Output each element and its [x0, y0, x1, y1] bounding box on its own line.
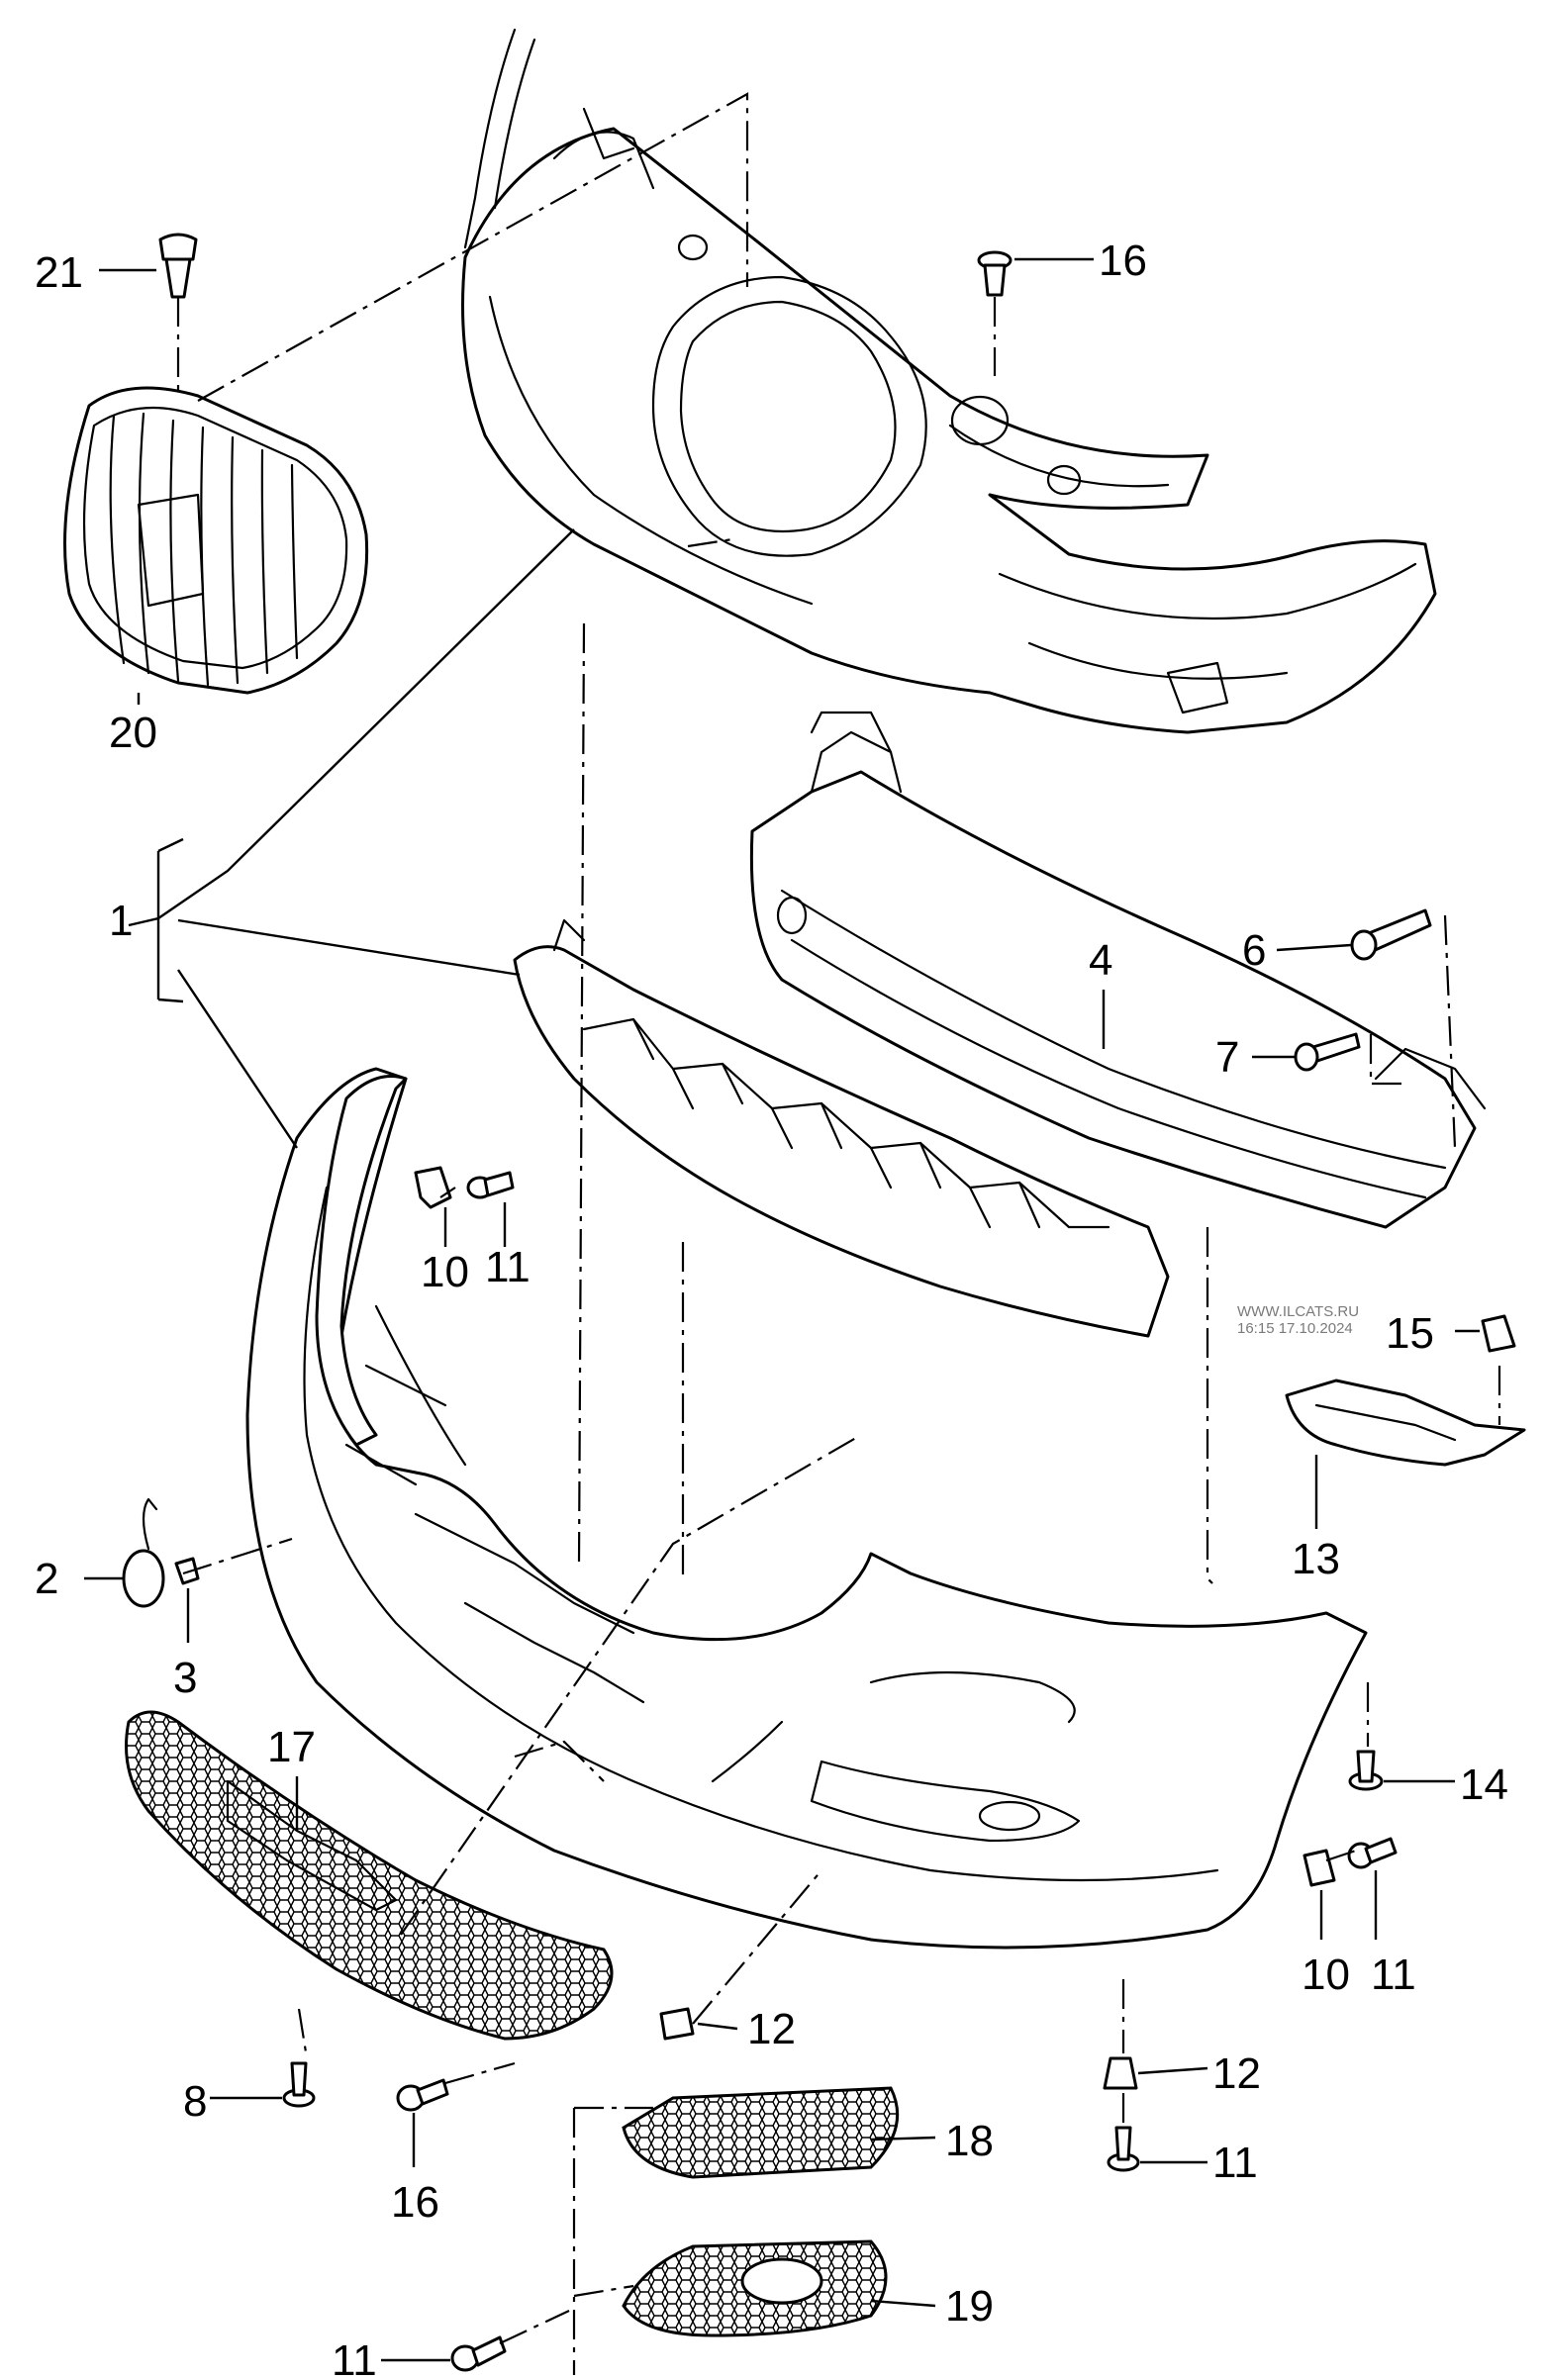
callout-1: 1 — [109, 897, 133, 945]
callout-labels: 21 16 20 1 4 6 7 10 11 2 3 15 13 17 14 1… — [35, 237, 1508, 2380]
assembly-lines — [176, 92, 1501, 2375]
callout-20: 20 — [109, 709, 157, 757]
callout-11-top: 11 — [485, 1243, 531, 1291]
screw — [1347, 1837, 1398, 1869]
callout-12-center: 12 — [747, 2005, 796, 2053]
callout-3: 3 — [173, 1654, 197, 1702]
fog-lamp-trim-right — [622, 2239, 888, 2337]
watermark: WWW.ILCATS.RU 16:15 17.10.2024 — [1237, 1303, 1359, 1337]
screw — [1348, 1750, 1384, 1791]
callout-6: 6 — [1242, 926, 1266, 975]
leader-lines — [84, 257, 1480, 2362]
screw — [450, 2335, 507, 2372]
callout-11-right: 11 — [1371, 1951, 1416, 1999]
side-trim — [315, 1075, 408, 1447]
bolt — [1294, 1032, 1361, 1072]
energy-absorber — [513, 918, 1170, 1338]
clip — [158, 233, 198, 299]
screw — [977, 250, 1013, 297]
nut-clip — [1303, 1849, 1336, 1887]
watermark-site: WWW.ILCATS.RU — [1237, 1303, 1359, 1320]
bumper-reinforcement — [749, 711, 1487, 1229]
radiator-grille — [63, 386, 369, 695]
callout-8: 8 — [183, 2077, 207, 2126]
callout-15: 15 — [1386, 1309, 1434, 1358]
callout-11-bottom-left: 11 — [332, 2336, 377, 2380]
callout-4: 4 — [1089, 936, 1112, 985]
callout-21: 21 — [35, 248, 83, 297]
callout-12-right: 12 — [1212, 2049, 1261, 2098]
callout-16-top: 16 — [1099, 237, 1147, 285]
callout-13: 13 — [1292, 1535, 1340, 1583]
callout-16-bottom: 16 — [391, 2178, 439, 2227]
side-bracket — [1285, 1379, 1526, 1467]
bolt — [1350, 908, 1432, 961]
fog-lamp-trim-left — [622, 2086, 900, 2179]
callout-7: 7 — [1215, 1033, 1239, 1082]
lock-carrier — [461, 28, 1437, 734]
callout-18: 18 — [945, 2117, 994, 2165]
callout-11-bottom-right: 11 — [1212, 2139, 1258, 2187]
callout-10-top: 10 — [421, 1248, 469, 1296]
watermark-timestamp: 16:15 17.10.2024 — [1237, 1320, 1353, 1337]
screw — [1107, 2126, 1140, 2172]
expanding-nut — [1103, 2056, 1138, 2090]
callout-2: 2 — [35, 1555, 58, 1603]
bumper-cover — [245, 1067, 1368, 1950]
callout-19: 19 — [945, 2282, 994, 2331]
lower-grille — [125, 1710, 614, 2041]
nut-clip — [414, 1166, 452, 1209]
callout-10-bottom: 10 — [1302, 1951, 1350, 1999]
expanding-nut — [659, 2007, 695, 2041]
tow-eye-cap — [122, 1497, 165, 1608]
clip — [174, 1557, 200, 1585]
nut-clip — [1481, 1314, 1516, 1353]
screw — [396, 2078, 449, 2112]
callout-17: 17 — [267, 1723, 316, 1771]
screw — [282, 2061, 316, 2108]
callout-14: 14 — [1460, 1761, 1508, 1809]
screw — [466, 1171, 515, 1199]
